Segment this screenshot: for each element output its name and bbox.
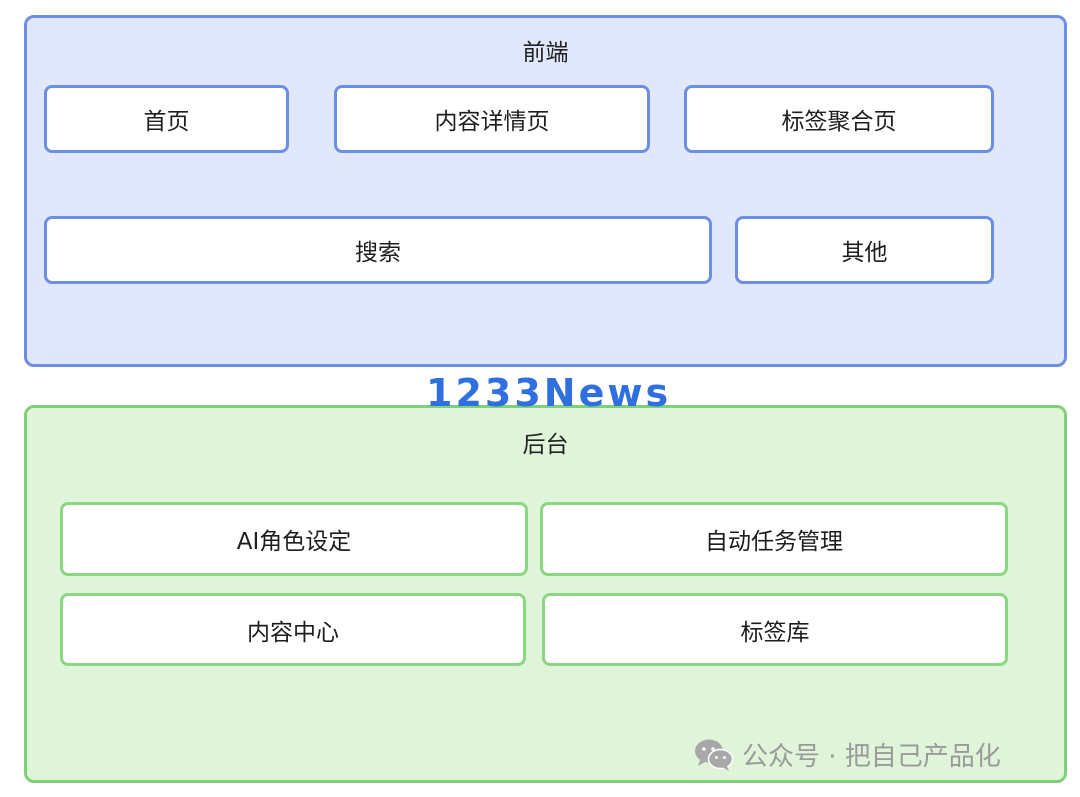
content-detail-page-box: 内容详情页 bbox=[334, 85, 650, 153]
content-center-box: 内容中心 bbox=[60, 593, 526, 666]
other-box: 其他 bbox=[735, 216, 994, 284]
wechat-watermark: 公众号 · 把自己产品化 bbox=[694, 736, 1001, 773]
watermark-text: 公众号 · 把自己产品化 bbox=[742, 742, 1001, 772]
home-page-box: 首页 bbox=[44, 85, 289, 153]
frontend-group: 前端 bbox=[24, 15, 1067, 367]
backend-title: 后台 bbox=[522, 432, 569, 458]
search-box: 搜索 bbox=[44, 216, 712, 284]
wechat-icon bbox=[694, 738, 734, 772]
ai-role-setting-box: AI角色设定 bbox=[60, 502, 528, 576]
tag-aggregation-page-box: 标签聚合页 bbox=[684, 85, 994, 153]
brand-logo: 1233News bbox=[426, 371, 672, 415]
frontend-title: 前端 bbox=[522, 40, 569, 66]
auto-task-management-box: 自动任务管理 bbox=[540, 502, 1008, 576]
tag-library-box: 标签库 bbox=[542, 593, 1008, 666]
